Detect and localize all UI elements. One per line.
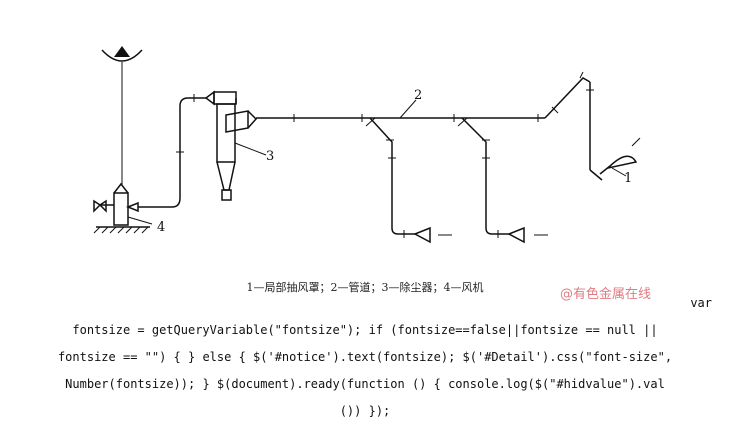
code-line: fontsize = getQueryVariable("fontsize");… bbox=[72, 323, 658, 337]
dust-removal-system-diagram bbox=[93, 46, 641, 244]
suction-hood-left bbox=[101, 46, 143, 185]
code-block: var fontsize = getQueryVariable("fontsiz… bbox=[18, 290, 712, 425]
branch-duct-one bbox=[365, 117, 452, 244]
label-two: 2 bbox=[414, 88, 423, 103]
code-line: ()) }); bbox=[339, 404, 391, 418]
fan-unit bbox=[93, 182, 172, 234]
label-three: 3 bbox=[266, 149, 275, 164]
figure-caption: 1—局部抽风罩；2—管道；3—除尘器；4—风机 bbox=[246, 281, 484, 294]
duct-fan-to-collector bbox=[171, 90, 215, 208]
code-line: var bbox=[690, 296, 712, 310]
label-one: 1 bbox=[624, 171, 633, 186]
dust-collector bbox=[213, 91, 267, 201]
main-duct bbox=[256, 71, 594, 170]
code-line: Number(fontsize)); } $(document).ready(f… bbox=[65, 377, 665, 391]
watermark: @有色金属在线 bbox=[560, 287, 652, 302]
code-line: fontsize == "") { } else { $('#notice').… bbox=[57, 350, 673, 364]
suction-hood-right bbox=[589, 137, 641, 181]
branch-duct-two bbox=[457, 117, 548, 244]
label-four: 4 bbox=[157, 220, 166, 235]
